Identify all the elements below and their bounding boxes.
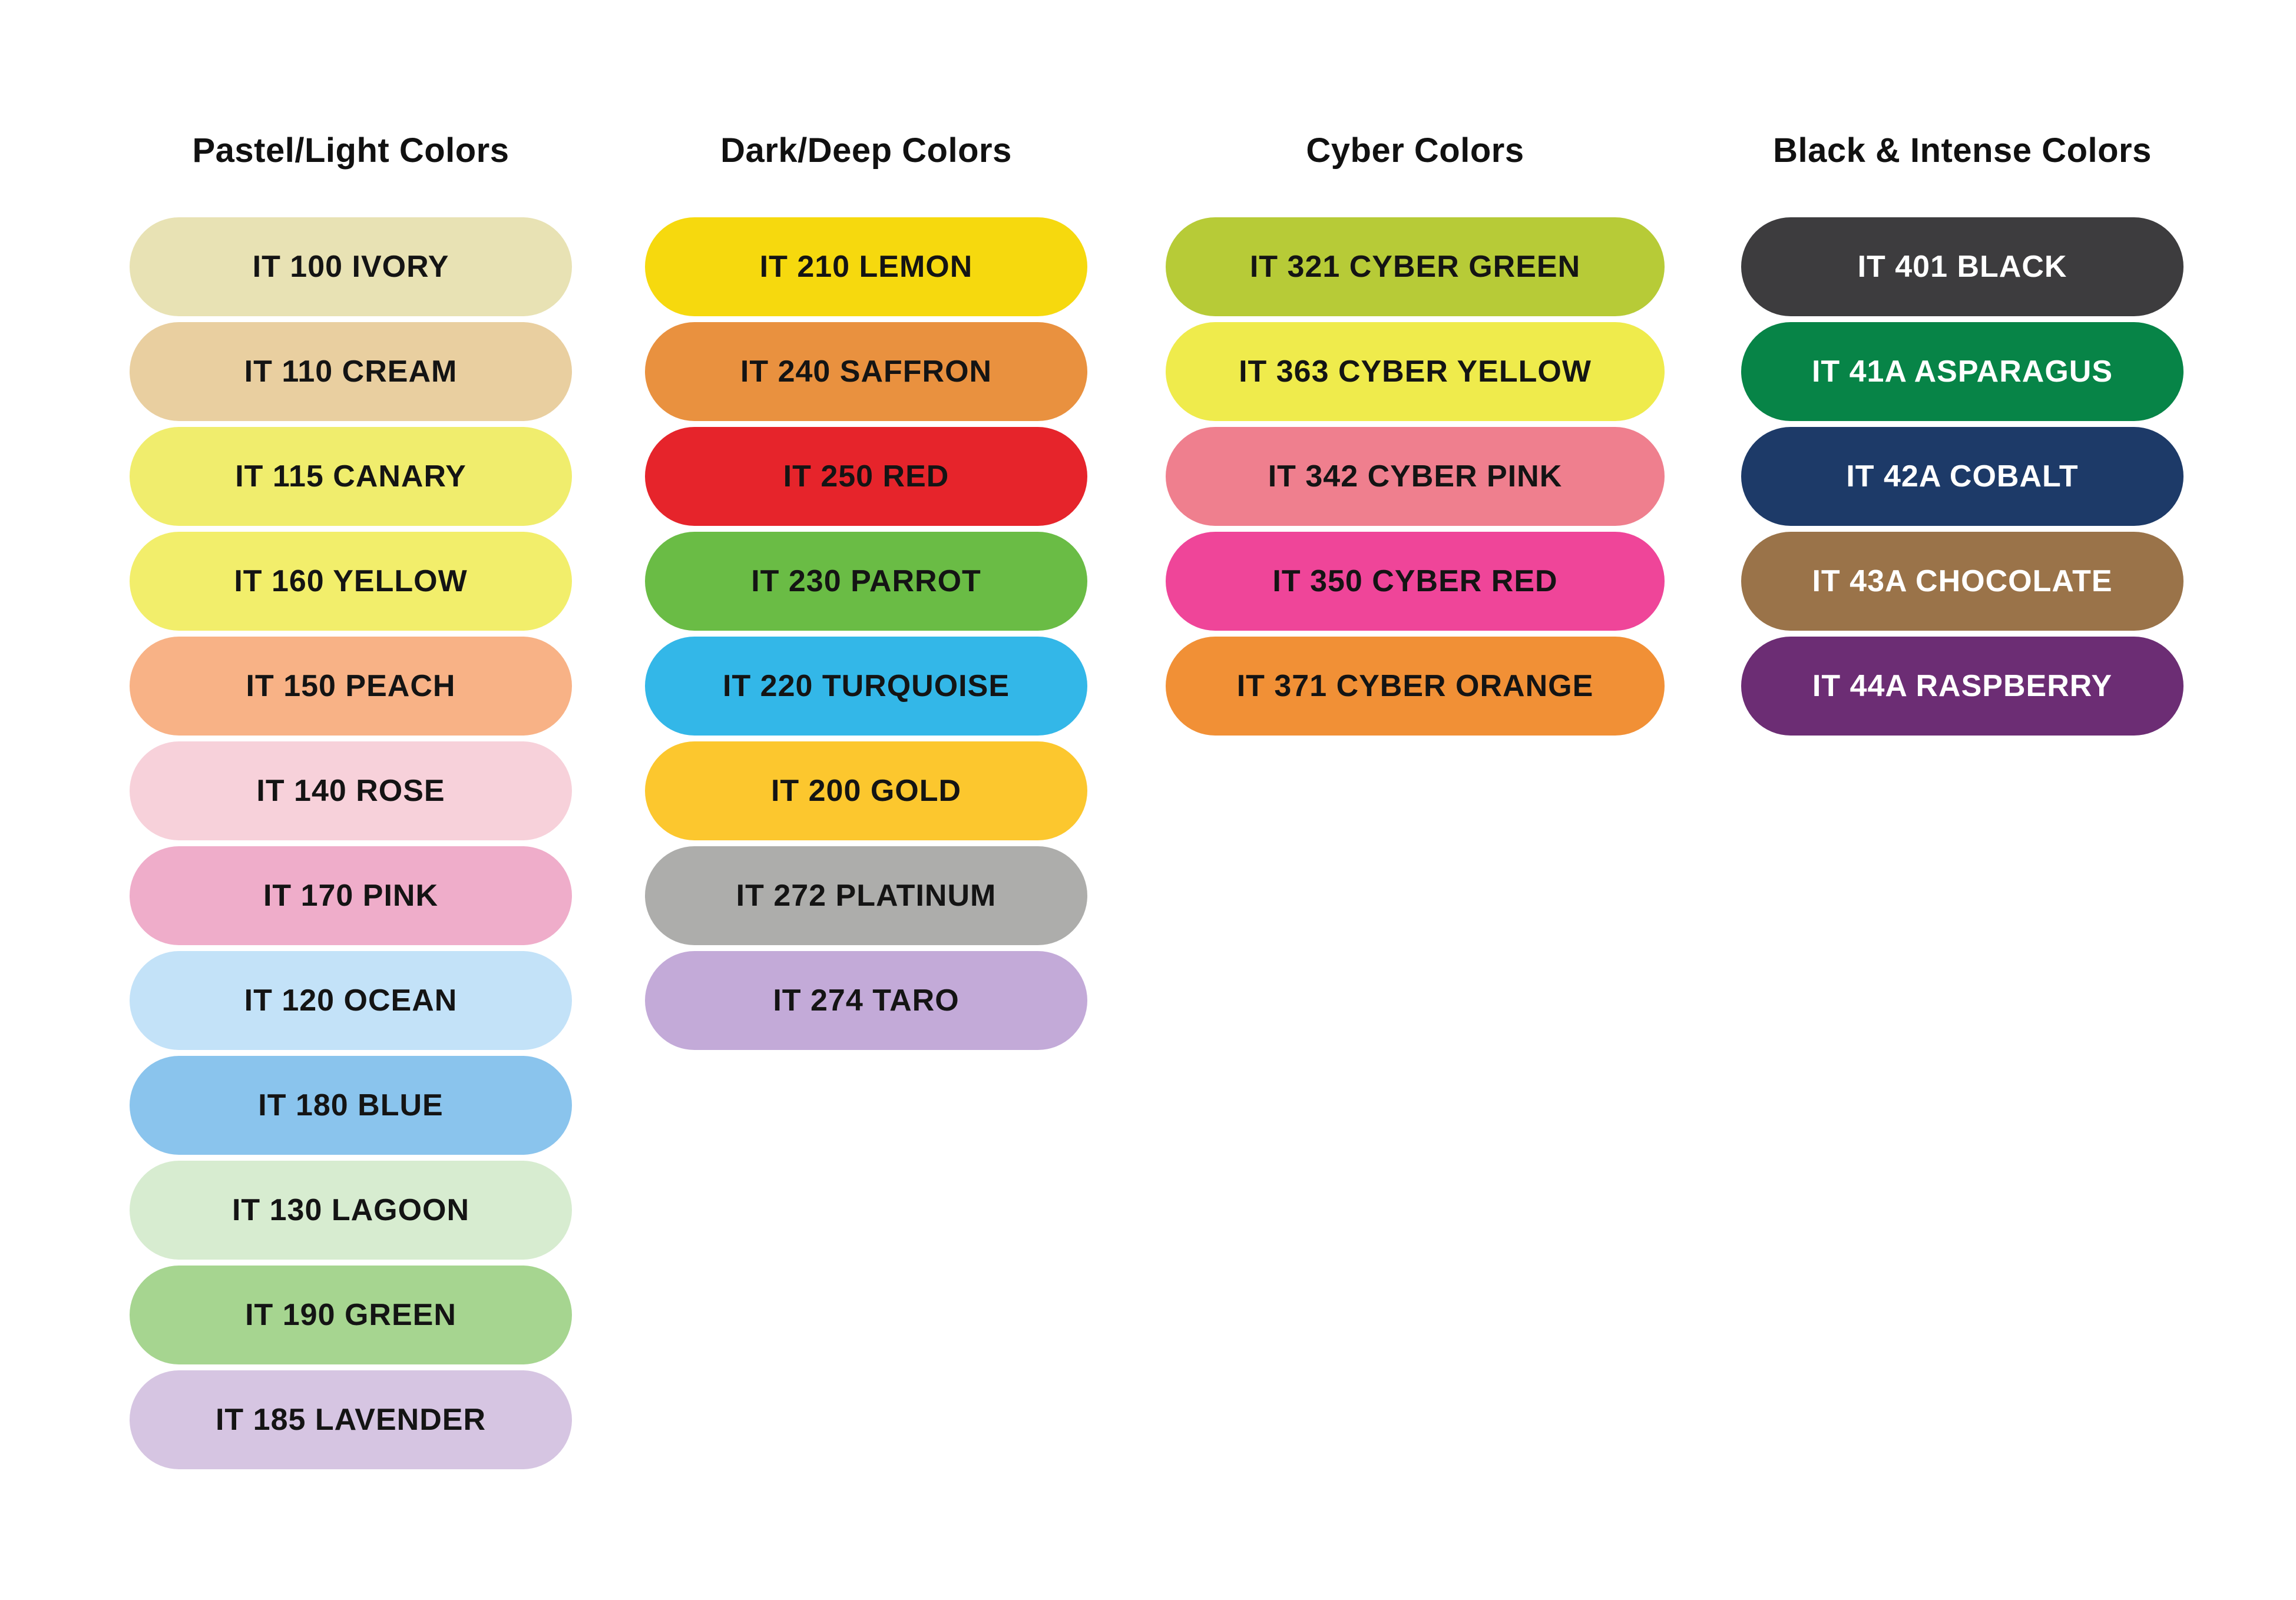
color-swatch-pill: IT 272 PLATINUM [645,846,1087,945]
color-swatch-pill: IT 220 TURQUOISE [645,637,1087,736]
color-swatch-pill: IT 185 LAVENDER [130,1370,572,1469]
column-header-dark-deep: Dark/Deep Colors [720,131,1012,170]
color-swatch-pill: IT 42A COBALT [1741,427,2183,526]
color-swatch-pill: IT 321 CYBER GREEN [1166,217,1665,316]
color-swatch-pill: IT 342 CYBER PINK [1166,427,1665,526]
color-swatch-pill: IT 230 PARROT [645,532,1087,631]
column-header-cyber: Cyber Colors [1306,131,1524,170]
color-swatch-pill: IT 140 ROSE [130,741,572,840]
color-swatch-pill: IT 190 GREEN [130,1266,572,1364]
color-swatch-pill: IT 350 CYBER RED [1166,532,1665,631]
color-swatch-pill: IT 200 GOLD [645,741,1087,840]
color-swatch-pill: IT 170 PINK [130,846,572,945]
color-swatch-pill: IT 160 YELLOW [130,532,572,631]
color-swatch-pill: IT 41A ASPARAGUS [1741,322,2183,421]
color-swatch-pill: IT 180 BLUE [130,1056,572,1155]
color-swatch-pill: IT 130 LAGOON [130,1161,572,1260]
color-swatch-pill: IT 250 RED [645,427,1087,526]
color-swatch-pill: IT 363 CYBER YELLOW [1166,322,1665,421]
color-swatch-pill: IT 401 BLACK [1741,217,2183,316]
color-swatch-pill: IT 210 LEMON [645,217,1087,316]
color-swatch-pill: IT 150 PEACH [130,637,572,736]
color-swatch-pill: IT 110 CREAM [130,322,572,421]
color-swatch-pill: IT 115 CANARY [130,427,572,526]
color-swatch-pill: IT 100 IVORY [130,217,572,316]
color-swatch-pill: IT 43A CHOCOLATE [1741,532,2183,631]
color-swatch-pill: IT 44A RASPBERRY [1741,637,2183,736]
color-swatch-pill: IT 240 SAFFRON [645,322,1087,421]
color-swatch-pill: IT 120 OCEAN [130,951,572,1050]
color-swatch-pill: IT 274 TARO [645,951,1087,1050]
column-header-pastel-light: Pastel/Light Colors [192,131,510,170]
color-swatch-pill: IT 371 CYBER ORANGE [1166,637,1665,736]
column-header-black-intense: Black & Intense Colors [1773,131,2152,170]
